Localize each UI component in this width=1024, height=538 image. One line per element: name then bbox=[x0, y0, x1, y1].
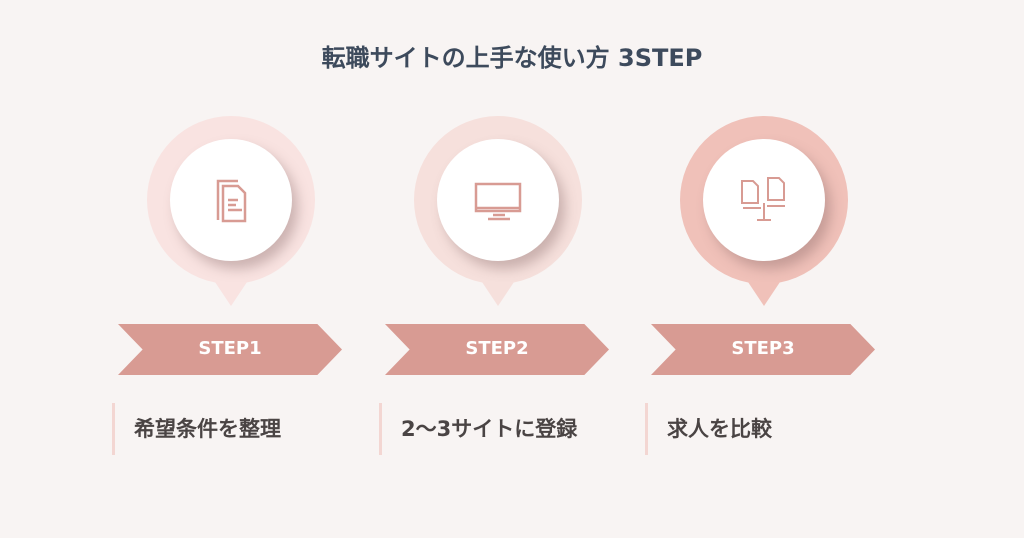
icon-circle bbox=[437, 139, 559, 261]
compare-documents-icon bbox=[741, 177, 785, 221]
pin-tip bbox=[474, 270, 522, 306]
step-label-banner: STEP2 bbox=[385, 324, 609, 375]
icon-circle bbox=[703, 139, 825, 261]
step-label: STEP3 bbox=[731, 338, 795, 359]
pin-tip bbox=[740, 270, 788, 306]
step-1: STEP1 希望条件を整理 bbox=[112, 0, 390, 538]
step-description: 求人を比較 bbox=[645, 403, 772, 455]
step-label-banner: STEP1 bbox=[118, 324, 342, 375]
documents-icon bbox=[216, 179, 247, 223]
step-description: 希望条件を整理 bbox=[112, 403, 281, 455]
step-label: STEP2 bbox=[465, 338, 529, 359]
pin-tip bbox=[207, 270, 255, 306]
icon-circle bbox=[170, 139, 292, 261]
step-2: STEP2 2〜3サイトに登録 bbox=[379, 0, 657, 538]
step-description: 2〜3サイトに登録 bbox=[379, 403, 577, 455]
step-label-banner: STEP3 bbox=[651, 324, 875, 375]
step-3: STEP3 求人を比較 bbox=[645, 0, 923, 538]
monitor-icon bbox=[474, 182, 522, 221]
page-title: 転職サイトの上手な使い方 3STEP bbox=[321, 44, 703, 72]
step-label: STEP1 bbox=[198, 338, 262, 359]
